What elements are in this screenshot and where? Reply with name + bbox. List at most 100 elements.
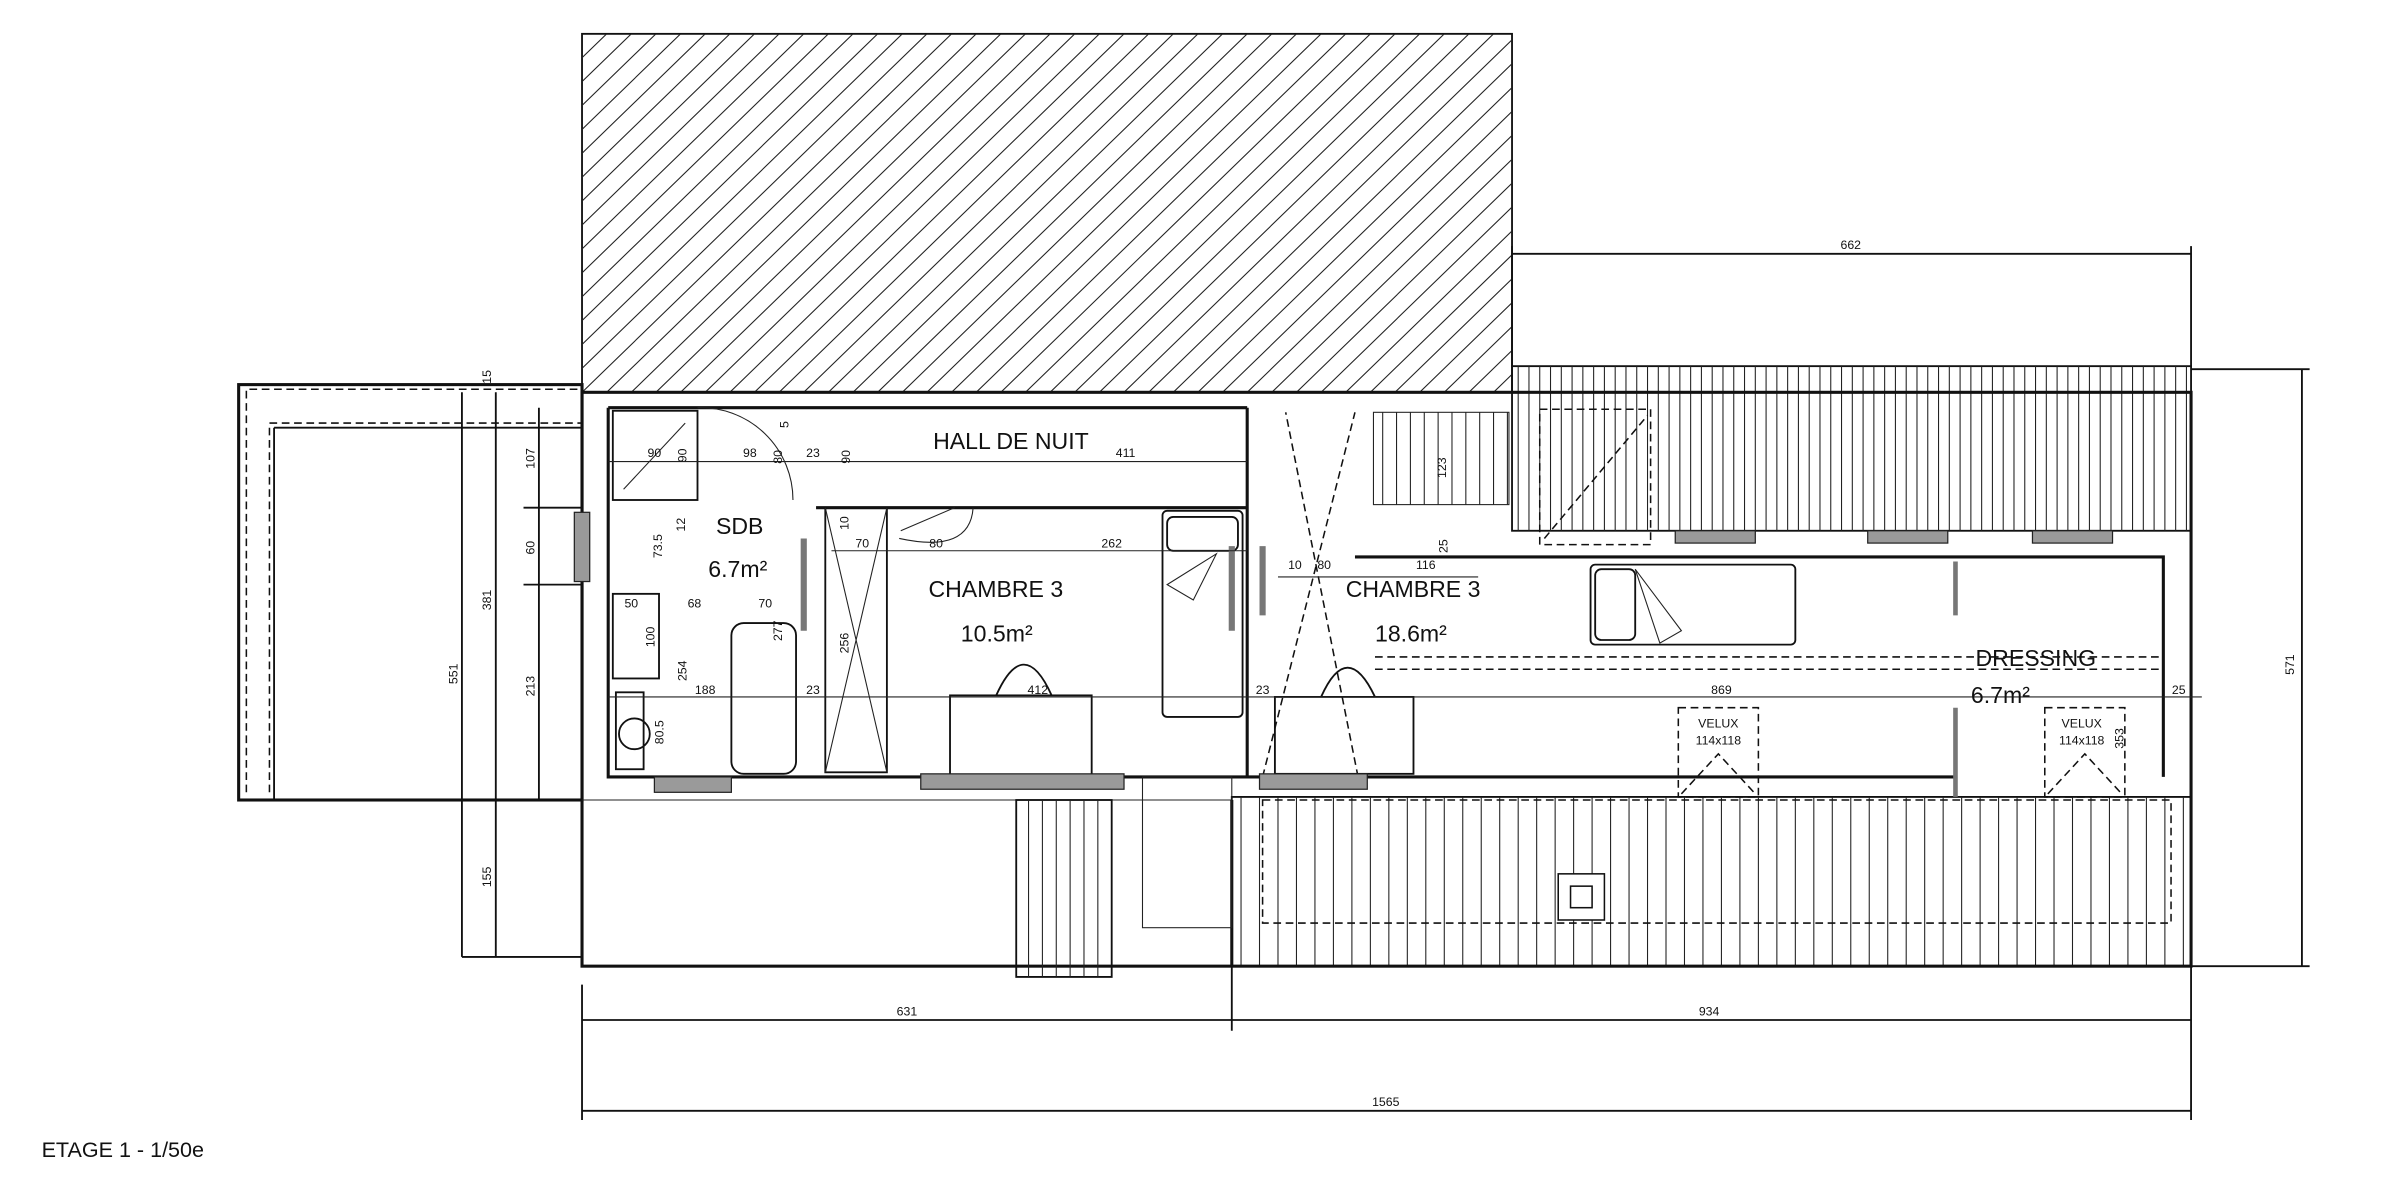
bathroom-fixtures xyxy=(573,407,807,775)
dimension-label: 869 xyxy=(1711,683,1732,697)
hatch-line xyxy=(582,33,731,178)
dimension-label: 277 xyxy=(771,620,785,641)
dimension-label: 80 xyxy=(771,450,785,464)
dimension-label: 80.5 xyxy=(653,720,667,744)
velux-label: VELUX xyxy=(1698,717,1738,731)
room-area-dressing: 6.7m² xyxy=(1971,682,2030,708)
dimension-label: 68 xyxy=(688,597,702,611)
hatch-line xyxy=(1074,33,1445,393)
dimension-label: 123 xyxy=(1435,457,1449,478)
dimension-label: 188 xyxy=(695,683,716,697)
hatch-line xyxy=(754,33,1125,393)
bedroom-right-furniture xyxy=(1261,411,2164,797)
dimension-label: 353 xyxy=(2112,728,2126,749)
hatch-line xyxy=(1320,206,1513,393)
dim-bottom-right: 934 xyxy=(1699,1004,1720,1018)
dimension-label: 256 xyxy=(837,633,851,654)
hatch-line xyxy=(582,33,706,155)
hatch-line xyxy=(778,33,1150,393)
dim-right: 571 xyxy=(2283,654,2297,675)
hatch-line xyxy=(975,33,1347,393)
hatch-line xyxy=(877,33,1248,393)
hatch-line xyxy=(582,33,681,131)
hatch-line xyxy=(1394,278,1513,393)
dim-left-total: 551 xyxy=(446,663,460,684)
hatch-line xyxy=(1049,33,1421,393)
dimension-label: 254 xyxy=(676,660,690,681)
dimension-label: 100 xyxy=(643,627,657,648)
hatch-line xyxy=(926,33,1297,393)
hatch-line xyxy=(1000,33,1371,393)
hatch-line xyxy=(1493,373,1513,393)
room-name-chambre: CHAMBRE 3 xyxy=(928,576,1063,602)
hatch-line xyxy=(1419,301,1513,393)
dim-left-381: 381 xyxy=(480,590,494,611)
hatch-line xyxy=(630,33,1002,393)
hatch-line xyxy=(704,33,1076,393)
hatch-line xyxy=(1271,158,1513,393)
dimension-label: 262 xyxy=(1101,537,1122,551)
dimension-label: 412 xyxy=(1028,683,1049,697)
dim-bottom-left: 631 xyxy=(897,1004,918,1018)
dimension-label: 50 xyxy=(624,597,638,611)
dim-top: 662 xyxy=(1841,238,1862,252)
hatch-line xyxy=(582,33,583,35)
dim-left-213: 213 xyxy=(523,676,537,697)
velux-size: 114x118 xyxy=(2059,734,2105,748)
dimension-label: 90 xyxy=(648,446,662,460)
hatch-line xyxy=(901,33,1273,393)
room-name-chambre: CHAMBRE 3 xyxy=(1346,576,1481,602)
room-area-sdb: 6.7m² xyxy=(708,556,767,582)
hatch-line xyxy=(852,33,1223,393)
drawing-title: ETAGE 1 - 1/50e xyxy=(42,1138,204,1162)
hatch-line xyxy=(951,33,1322,393)
dimension-label: 10 xyxy=(1288,558,1302,572)
hatch-line xyxy=(1443,325,1513,393)
hatch-line xyxy=(655,33,1026,393)
hatch-line xyxy=(1246,134,1513,393)
hatch-line xyxy=(1222,110,1513,393)
room-name-hall: HALL DE NUIT xyxy=(933,428,1089,454)
dimension-label: 98 xyxy=(743,446,757,460)
dim-left-60: 60 xyxy=(523,541,537,555)
hatch-line xyxy=(1197,86,1513,393)
dimension-label: 90 xyxy=(676,448,690,462)
hatch-line xyxy=(803,33,1174,393)
dim-bottom-total: 1565 xyxy=(1372,1095,1400,1109)
dimension-label: 80 xyxy=(929,537,943,551)
hatch-line xyxy=(1468,349,1513,393)
dimension-label: 23 xyxy=(806,446,820,460)
room-name-sdb: SDB xyxy=(716,513,763,539)
hatch-line xyxy=(1123,33,1494,393)
hatch-line xyxy=(582,33,657,107)
dimension-label: 80 xyxy=(1317,558,1331,572)
dimension-label: 23 xyxy=(806,683,820,697)
hatch-line xyxy=(582,33,608,59)
dimension-lines xyxy=(460,246,2310,1120)
room-area-chambre: 18.6m² xyxy=(1375,621,1447,647)
hatch-line xyxy=(606,33,977,393)
hatch-line xyxy=(582,33,854,298)
dimension-label: 70 xyxy=(758,597,772,611)
hatch-line xyxy=(582,33,780,226)
dimension-label: 73.5 xyxy=(651,534,665,558)
hatch-line xyxy=(582,33,805,250)
dimension-label: 10 xyxy=(837,516,851,530)
hatch-line xyxy=(582,33,952,393)
wardrobe xyxy=(824,506,888,774)
hatch-line xyxy=(828,33,1199,393)
hatch-line xyxy=(1345,230,1513,393)
hatch-line xyxy=(582,33,632,83)
dim-left-107: 107 xyxy=(523,448,537,469)
velux-window: VELUX 114x118 xyxy=(1677,706,1760,798)
hatch-line xyxy=(1518,34,1888,392)
hatch-line xyxy=(582,33,829,274)
hatch-line xyxy=(1172,62,1513,393)
hatch-line xyxy=(582,33,879,322)
hatch-line xyxy=(1369,254,1513,393)
dimension-label: 116 xyxy=(1416,558,1436,572)
dimension-label: 23 xyxy=(1256,683,1270,697)
dimension-label: 411 xyxy=(1116,446,1136,460)
